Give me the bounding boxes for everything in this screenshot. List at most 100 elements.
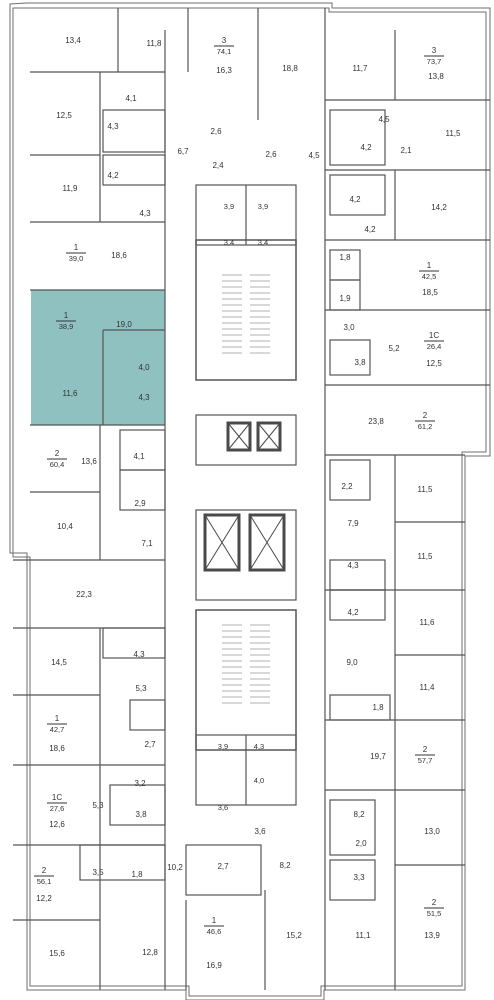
- room-area: 2,6: [210, 127, 222, 136]
- room-area: 11,8: [147, 39, 163, 48]
- room-area: 18,6: [111, 251, 127, 260]
- room-area: 11,6: [63, 389, 79, 398]
- unit-rooms: 1С: [429, 331, 439, 340]
- unit-u12[interactable]: 2 61,2: [415, 411, 435, 431]
- room-area: 12,5: [56, 111, 72, 120]
- room-area: 4,3: [254, 742, 264, 751]
- room-area: 22,3: [76, 590, 92, 599]
- room-area: 18,6: [49, 744, 65, 753]
- room-area: 11,4: [420, 683, 436, 692]
- unit-area: 38,9: [59, 322, 74, 331]
- room-area: 4,0: [138, 363, 150, 372]
- room-area: 14,5: [51, 658, 67, 667]
- unit-rooms: 1С: [52, 793, 62, 802]
- unit-u2[interactable]: 1 38,9: [56, 311, 76, 331]
- unit-u10[interactable]: 1 42,5: [419, 261, 439, 281]
- room-area: 2,7: [217, 862, 229, 871]
- unit-rooms: 1: [74, 243, 79, 252]
- room-area: 10,2: [167, 863, 183, 872]
- room-area: 4,2: [364, 225, 376, 234]
- unit-area: 61,2: [418, 422, 433, 431]
- room-area: 13,6: [81, 457, 97, 466]
- unit-u14[interactable]: 2 51,5: [424, 898, 444, 918]
- room-area: 2,0: [355, 839, 367, 848]
- room-area: 3,3: [353, 873, 365, 882]
- room-area: 4,0: [254, 776, 264, 785]
- unit-u4[interactable]: 1 42,7: [47, 714, 67, 734]
- unit-labels: 1 39,0 1 38,9 2 60,4 1 42,7 1С 27,6 2 56…: [34, 36, 444, 936]
- room-area: 4,3: [139, 209, 151, 218]
- elevators: [203, 421, 286, 572]
- room-area: 11,6: [420, 618, 436, 627]
- room-area: 3,4: [224, 238, 234, 247]
- room-area: 2,4: [212, 161, 224, 170]
- room-area: 5,2: [388, 344, 400, 353]
- room-area: 8,2: [353, 810, 365, 819]
- unit-area: 42,5: [422, 272, 437, 281]
- room-area: 4,2: [347, 608, 359, 617]
- room-area: 4,2: [107, 171, 119, 180]
- unit-rooms: 3: [432, 46, 437, 55]
- room-area: 9,0: [346, 658, 358, 667]
- room-area: 2,7: [144, 740, 156, 749]
- room-labels: 13,4 11,8 16,3 18,8 11,7 13,8 12,5 4,1 4…: [36, 36, 461, 970]
- room-area: 16,3: [216, 66, 232, 75]
- room-area: 4,3: [107, 122, 119, 131]
- room-area: 23,8: [368, 417, 384, 426]
- unit-u8[interactable]: 3 74,1: [214, 36, 234, 56]
- room-area: 16,9: [206, 961, 222, 970]
- unit-u9[interactable]: 3 73,7: [424, 46, 444, 66]
- unit-u5[interactable]: 1С 27,6: [47, 793, 67, 813]
- room-area: 2,2: [341, 482, 353, 491]
- unit-rooms: 1: [55, 714, 60, 723]
- unit-area: 27,6: [50, 804, 65, 813]
- unit-rooms: 2: [423, 411, 428, 420]
- highlighted-apartment[interactable]: [31, 290, 165, 425]
- unit-rooms: 2: [42, 866, 47, 875]
- room-area: 12,8: [142, 948, 158, 957]
- room-area: 14,2: [431, 203, 447, 212]
- unit-area: 57,7: [418, 756, 433, 765]
- room-area: 13,9: [424, 931, 440, 940]
- room-area: 19,0: [116, 320, 132, 329]
- room-area: 19,7: [370, 752, 386, 761]
- room-area: 10,4: [57, 522, 73, 531]
- unit-u7[interactable]: 1 46,6: [204, 916, 224, 936]
- room-area: 12,2: [36, 894, 52, 903]
- unit-area: 39,0: [69, 254, 84, 263]
- room-area: 4,3: [347, 561, 359, 570]
- room-area: 3,9: [218, 742, 228, 751]
- room-area: 11,5: [418, 485, 434, 494]
- room-area: 2,9: [134, 499, 146, 508]
- stairs: [222, 274, 270, 704]
- room-area: 11,7: [353, 64, 369, 73]
- room-area: 11,9: [63, 184, 79, 193]
- unit-u3[interactable]: 2 60,4: [47, 449, 67, 469]
- room-area: 7,1: [141, 539, 153, 548]
- unit-area: 46,6: [207, 927, 222, 936]
- unit-area: 74,1: [217, 47, 232, 56]
- unit-u1[interactable]: 1 39,0: [66, 243, 86, 263]
- unit-u11[interactable]: 1С 26,4: [424, 331, 444, 351]
- unit-u13[interactable]: 2 57,7: [415, 745, 435, 765]
- unit-rooms: 2: [423, 745, 428, 754]
- room-area: 2,1: [400, 146, 412, 155]
- room-area: 13,8: [428, 72, 444, 81]
- unit-u6[interactable]: 2 56,1: [34, 866, 54, 886]
- room-area: 3,8: [135, 810, 147, 819]
- room-area: 3,5: [92, 868, 104, 877]
- room-area: 1,9: [339, 294, 351, 303]
- room-area: 1,8: [339, 253, 351, 262]
- room-area: 11,5: [418, 552, 434, 561]
- unit-rooms: 3: [222, 36, 227, 45]
- room-area: 3,4: [258, 238, 268, 247]
- room-area: 3,6: [254, 827, 266, 836]
- room-area: 3,6: [218, 803, 228, 812]
- unit-area: 60,4: [50, 460, 65, 469]
- room-area: 2,6: [265, 150, 277, 159]
- room-area: 15,6: [49, 949, 65, 958]
- room-area: 8,2: [279, 861, 291, 870]
- unit-area: 56,1: [37, 877, 52, 886]
- room-area: 3,9: [224, 202, 234, 211]
